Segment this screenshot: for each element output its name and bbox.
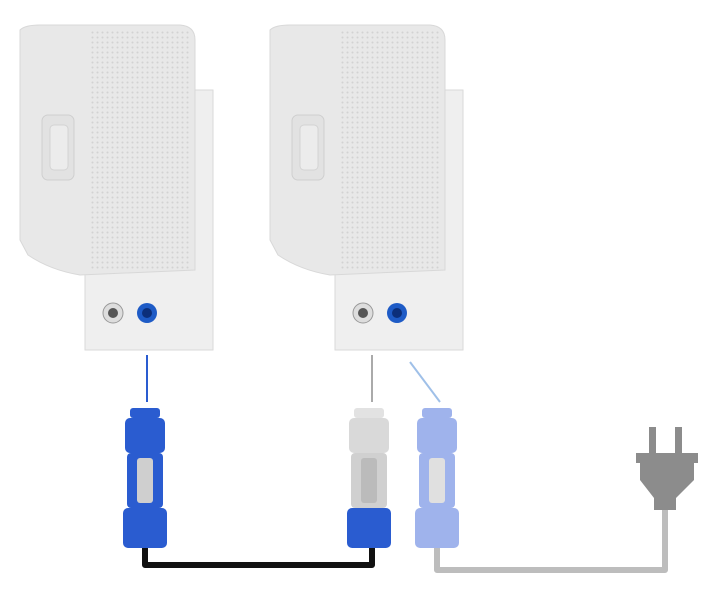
mains-cable xyxy=(434,510,668,573)
powercon-blue-connector xyxy=(123,408,167,548)
speaker-2 xyxy=(269,24,464,351)
link-cable xyxy=(142,545,375,568)
speaker-1 xyxy=(19,24,214,351)
link-line-faded xyxy=(409,361,441,403)
powercon-faded-connector xyxy=(415,408,459,548)
power-plug-icon xyxy=(636,427,698,510)
powercon-grey-connector xyxy=(347,408,391,548)
